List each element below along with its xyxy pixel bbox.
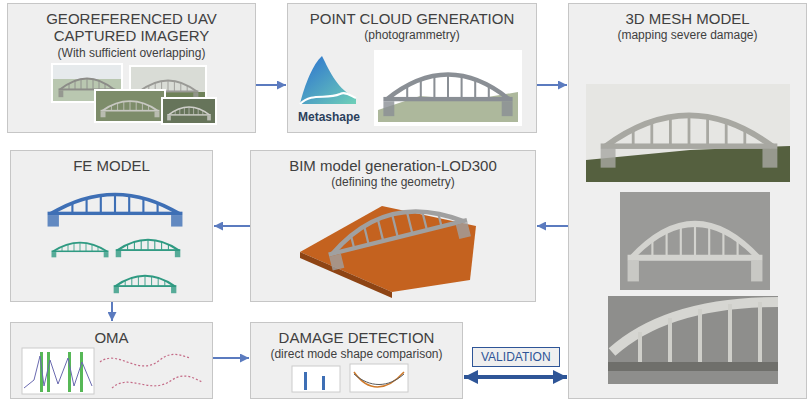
logo-text: Metashape — [298, 110, 360, 124]
box-subtitle: (mapping severe damage) — [573, 29, 802, 43]
oma-peaks — [40, 352, 83, 392]
box-heading: POINT CLOUD GENERATION — [292, 10, 532, 27]
oma-charts — [22, 348, 202, 394]
box-heading: GEOREFERENCED UAV CAPTURED IMAGERY — [29, 10, 234, 45]
uav-photo — [162, 98, 216, 124]
mesh-bridge — [628, 224, 763, 282]
mode-shape — [100, 354, 190, 366]
box-subtitle: (With sufficient overlapping) — [29, 47, 234, 61]
damage-chart — [292, 366, 340, 392]
damage-charts — [292, 364, 408, 392]
edge-label: VALIDATION — [472, 347, 560, 367]
damage-bar — [322, 376, 325, 390]
point-cloud-ground — [374, 50, 522, 126]
bridge-photo — [167, 107, 211, 120]
box-heading: 3D MESH MODEL — [573, 10, 802, 27]
bridge-photo — [101, 101, 160, 117]
mode-shape — [112, 376, 202, 388]
flow-arrow — [256, 84, 286, 86]
fe-mode — [116, 240, 181, 257]
oma-curve — [24, 356, 92, 388]
bim-bridge — [323, 197, 471, 270]
point-cloud — [374, 50, 522, 126]
fe-models — [48, 194, 183, 293]
flow-arrow — [537, 84, 567, 86]
logo-shape — [300, 56, 356, 104]
bim-model — [300, 197, 476, 298]
damage-chart — [350, 364, 408, 392]
process-box: FE MODEL — [10, 150, 213, 302]
mesh-arch — [612, 302, 778, 352]
mesh-bank — [586, 146, 790, 182]
damage-curve — [354, 374, 404, 385]
mesh-render — [608, 296, 778, 384]
mesh-hangers — [640, 302, 760, 362]
flow-arrow — [537, 225, 568, 227]
photo-sky — [53, 65, 121, 79]
box-subtitle: (direct mode shape comparison) — [255, 348, 458, 362]
box-subtitle: (photogrammetry) — [292, 29, 532, 43]
logo-wave — [300, 93, 356, 104]
damage-bar — [304, 372, 307, 390]
mesh-render — [586, 84, 790, 182]
flow-arrow — [111, 302, 113, 321]
validation-arrow — [464, 375, 567, 379]
mesh-render — [620, 192, 770, 290]
mesh-deck — [608, 362, 778, 371]
mesh-renders — [586, 84, 790, 384]
flow-arrow — [214, 225, 250, 227]
oma-spectrum — [22, 348, 94, 394]
metashape-logo — [300, 56, 356, 104]
uav-photos — [52, 64, 216, 124]
box-heading: OMA — [15, 329, 208, 346]
box-heading: DAMAGE DETECTION — [255, 329, 458, 346]
flow-arrow — [213, 357, 249, 359]
box-subtitle: (defining the geometry) — [255, 176, 531, 190]
box-heading: FE MODEL — [15, 157, 208, 174]
mesh-bridge — [601, 115, 778, 167]
uav-photo — [95, 90, 165, 122]
damage-curve — [354, 372, 404, 387]
bim-terrain-edge — [300, 252, 392, 298]
box-heading: BIM model generation-LOD300 — [255, 157, 531, 174]
fe-bridge — [48, 194, 183, 226]
fe-mode — [114, 276, 177, 293]
point-cloud-bridge — [383, 75, 512, 117]
fe-mode — [52, 243, 109, 258]
